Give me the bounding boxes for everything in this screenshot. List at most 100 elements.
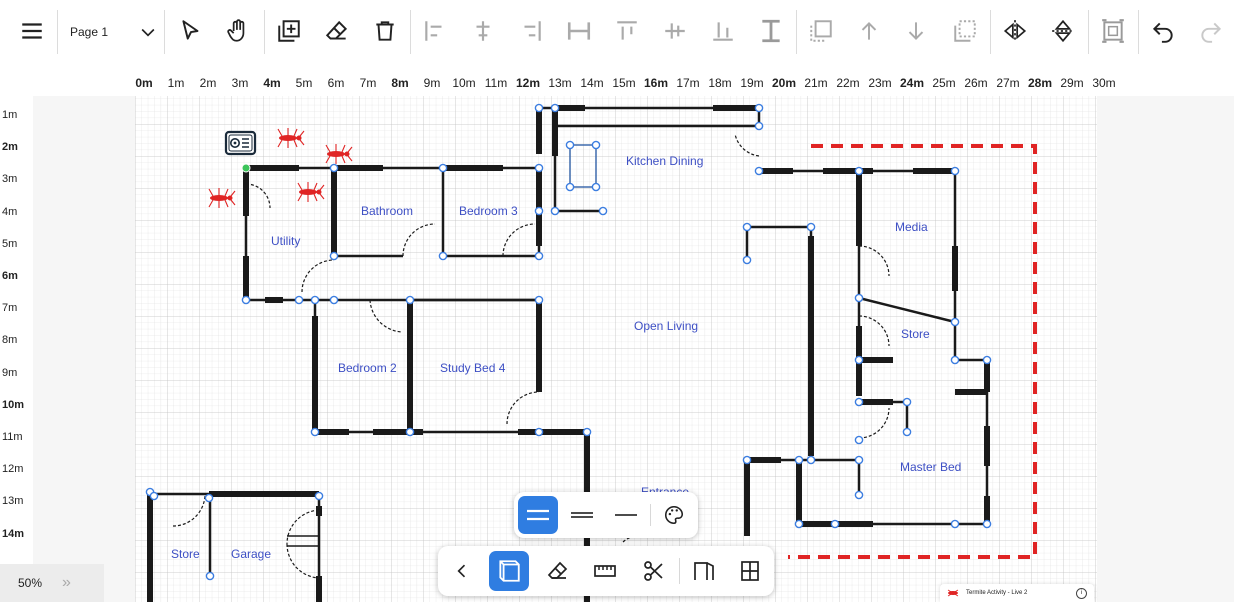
vertex-handle[interactable]	[902, 427, 912, 437]
bring-forward-icon[interactable]	[852, 14, 886, 48]
wall-thick-double-option[interactable]	[518, 496, 558, 534]
eraser-icon[interactable]	[538, 551, 578, 591]
vertex-handle[interactable]	[310, 427, 320, 437]
vertex-handle[interactable]	[854, 455, 864, 465]
align-middle-icon[interactable]	[658, 14, 692, 48]
measure-ruler-icon[interactable]	[585, 551, 625, 591]
vertex-handle[interactable]	[534, 103, 544, 113]
vertex-handle[interactable]	[598, 206, 608, 216]
termite-icon[interactable]	[277, 128, 305, 148]
vertex-handle[interactable]	[534, 427, 544, 437]
wall-double-option[interactable]	[562, 496, 602, 534]
vertex-handle[interactable]	[241, 295, 251, 305]
vertex-handle[interactable]	[565, 182, 575, 192]
zoom-indicator[interactable]: 50% »	[0, 564, 104, 602]
expand-chevron-icon[interactable]: »	[62, 574, 71, 591]
distribute-vertical-icon[interactable]	[754, 14, 788, 48]
menu-icon[interactable]	[15, 14, 49, 48]
vertex-handle[interactable]	[329, 295, 339, 305]
flip-horizontal-icon[interactable]	[998, 14, 1032, 48]
room-label-garage[interactable]: Garage	[231, 547, 272, 561]
room-label-store-right[interactable]: Store	[901, 327, 930, 341]
redo-icon[interactable]	[1194, 14, 1228, 48]
room-label-store-left[interactable]: Store	[171, 547, 200, 561]
vertex-handle[interactable]	[794, 455, 804, 465]
flip-vertical-icon[interactable]	[1046, 14, 1080, 48]
wall-single-option[interactable]	[606, 496, 646, 534]
trash-icon[interactable]	[368, 14, 402, 48]
vertex-handle[interactable]	[950, 166, 960, 176]
termite-icon[interactable]	[208, 188, 236, 208]
vertex-handle[interactable]	[854, 355, 864, 365]
vertex-handle[interactable]	[854, 293, 864, 303]
eraser-icon[interactable]	[320, 14, 354, 48]
vertex-handle[interactable]	[405, 427, 415, 437]
start-vertex-handle[interactable]	[241, 163, 251, 173]
back-chevron-icon[interactable]	[442, 551, 482, 591]
align-bottom-icon[interactable]	[706, 14, 740, 48]
room-label-bedroom-2[interactable]: Bedroom 2	[338, 361, 397, 375]
chevron-down-icon[interactable]	[138, 22, 158, 42]
window-tool-icon[interactable]	[730, 551, 770, 591]
vertex-handle[interactable]	[149, 491, 159, 501]
vertex-handle[interactable]	[950, 317, 960, 327]
vertex-handle[interactable]	[754, 103, 764, 113]
select-pointer-icon[interactable]	[174, 14, 208, 48]
vertex-handle[interactable]	[550, 103, 560, 113]
align-right-icon[interactable]	[514, 14, 548, 48]
info-icon[interactable]: i	[1076, 587, 1087, 599]
room-label-study-bed-4[interactable]: Study Bed 4	[440, 361, 506, 375]
vertex-handle[interactable]	[438, 163, 448, 173]
vertex-handle[interactable]	[830, 519, 840, 529]
vertex-handle[interactable]	[534, 295, 544, 305]
vertex-handle[interactable]	[294, 295, 304, 305]
vertex-handle[interactable]	[742, 455, 752, 465]
vertex-handle[interactable]	[982, 355, 992, 365]
vertex-handles[interactable]	[145, 103, 992, 581]
termite-boundary[interactable]	[788, 144, 1037, 559]
room-label-master-bed[interactable]: Master Bed	[900, 460, 962, 474]
room-label-utility[interactable]: Utility	[271, 234, 301, 248]
room-label-bathroom[interactable]: Bathroom	[361, 204, 414, 218]
room-label-media[interactable]: Media	[895, 220, 928, 234]
vertex-handle[interactable]	[854, 435, 864, 445]
vertex-handle[interactable]	[806, 222, 816, 232]
room-label-kitchen-dining[interactable]: Kitchen Dining	[626, 154, 704, 168]
undo-icon[interactable]	[1146, 14, 1180, 48]
vertex-handle[interactable]	[591, 182, 601, 192]
door-tool-icon[interactable]	[684, 551, 724, 591]
vertex-handle[interactable]	[854, 397, 864, 407]
vertex-handle[interactable]	[204, 493, 214, 503]
vertex-handle[interactable]	[794, 519, 804, 529]
vertex-handle[interactable]	[742, 255, 752, 265]
vertex-handle[interactable]	[565, 140, 575, 150]
vertex-handle[interactable]	[754, 166, 764, 176]
vertex-handle[interactable]	[854, 166, 864, 176]
vertex-handle[interactable]	[534, 163, 544, 173]
align-top-icon[interactable]	[610, 14, 644, 48]
scissors-icon[interactable]	[634, 551, 674, 591]
vertex-handle[interactable]	[205, 571, 215, 581]
fit-frame-icon[interactable]	[1096, 14, 1130, 48]
wall-tool-icon[interactable]	[489, 551, 529, 591]
vertex-handle[interactable]	[902, 397, 912, 407]
send-backward-icon[interactable]	[899, 14, 933, 48]
vertex-handle[interactable]	[854, 490, 864, 500]
vertex-handle[interactable]	[950, 355, 960, 365]
add-shape-icon[interactable]	[272, 14, 306, 48]
page-selector[interactable]: Page 1	[62, 14, 162, 50]
vertex-handle[interactable]	[754, 121, 764, 131]
vertex-handle[interactable]	[950, 519, 960, 529]
termite-activity-legend[interactable]: Termite Activity - Live 2 i	[940, 584, 1094, 602]
vertex-handle[interactable]	[982, 519, 992, 529]
vertex-handle[interactable]	[742, 222, 752, 232]
align-left-icon[interactable]	[418, 14, 452, 48]
distribute-horizontal-icon[interactable]	[562, 14, 596, 48]
vertex-handle[interactable]	[329, 163, 339, 173]
ungroup-icon[interactable]	[948, 14, 982, 48]
room-label-open-living[interactable]: Open Living	[634, 319, 699, 333]
bait-station-icon[interactable]	[224, 130, 257, 156]
hand-pan-icon[interactable]	[221, 14, 255, 48]
vertex-handle[interactable]	[310, 295, 320, 305]
room-label-bedroom-3[interactable]: Bedroom 3	[459, 204, 518, 218]
